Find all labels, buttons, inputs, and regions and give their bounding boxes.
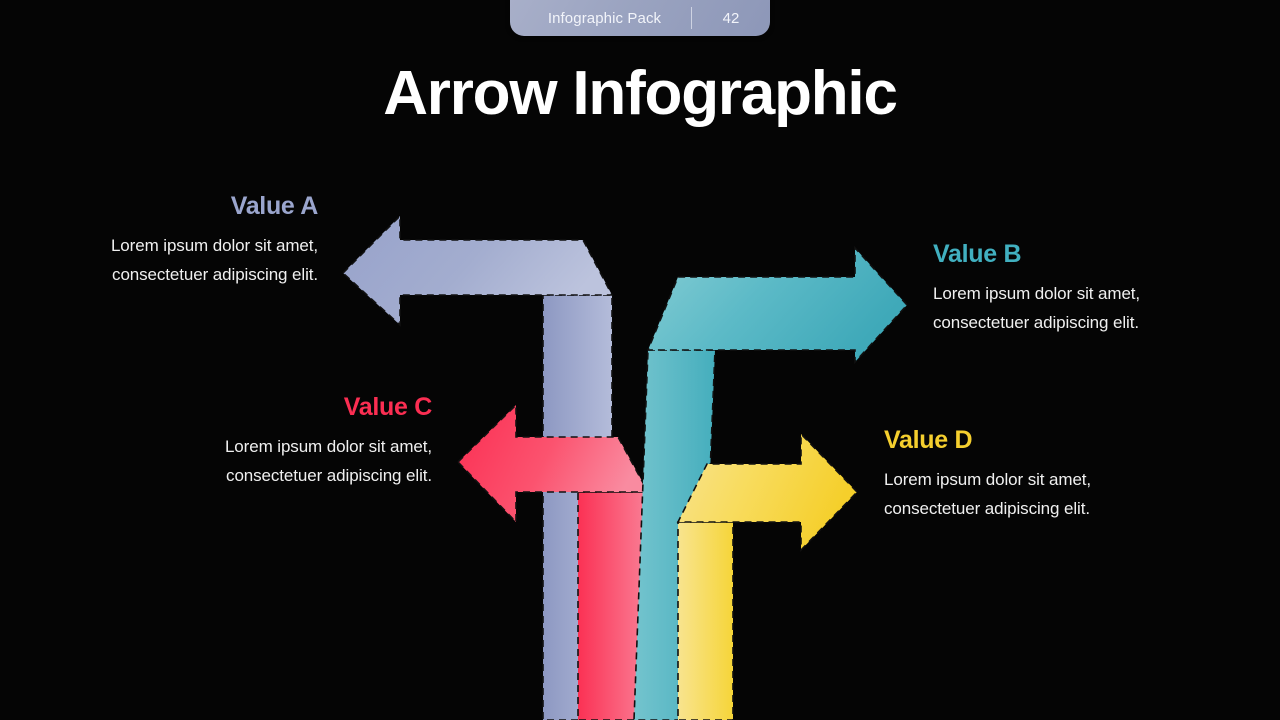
arrow-value-d[interactable]: [676, 432, 859, 720]
value-block-a: Value A Lorem ipsum dolor sit amet, cons…: [106, 194, 318, 289]
infographic-pack-badge: Infographic Pack 42: [510, 0, 770, 36]
value-c-body: Lorem ipsum dolor sit amet, consectetuer…: [224, 437, 432, 486]
value-d-body: Lorem ipsum dolor sit amet, consectetuer…: [884, 470, 1092, 519]
arrow-value-c[interactable]: [456, 403, 650, 720]
badge-label: Infographic Pack: [547, 9, 662, 27]
arrow-a-head: [341, 214, 614, 327]
page-title: Arrow Infographic: [383, 59, 898, 128]
value-b-title: Value B: [933, 240, 1022, 268]
badge-divider: [691, 7, 692, 29]
value-a-title: Value A: [230, 192, 319, 220]
arrow-d-head: [676, 432, 859, 552]
value-a-body: Lorem ipsum dolor sit amet, consectetuer…: [110, 236, 318, 285]
value-d-title: Value D: [884, 426, 973, 454]
badge-number: 42: [722, 9, 740, 27]
value-block-d: Value D Lorem ipsum dolor sit amet, cons…: [884, 428, 1096, 523]
arrow-c-head: [456, 403, 650, 524]
value-c-title: Value C: [343, 393, 433, 421]
value-block-b: Value B Lorem ipsum dolor sit amet, cons…: [933, 242, 1145, 337]
value-b-body: Lorem ipsum dolor sit amet, consectetuer…: [933, 284, 1141, 333]
arrow-d-stem: [677, 521, 734, 720]
value-block-c: Value C Lorem ipsum dolor sit amet, cons…: [220, 395, 432, 490]
arrow-c-stem: [577, 491, 649, 720]
arrow-b-head: [646, 245, 909, 365]
